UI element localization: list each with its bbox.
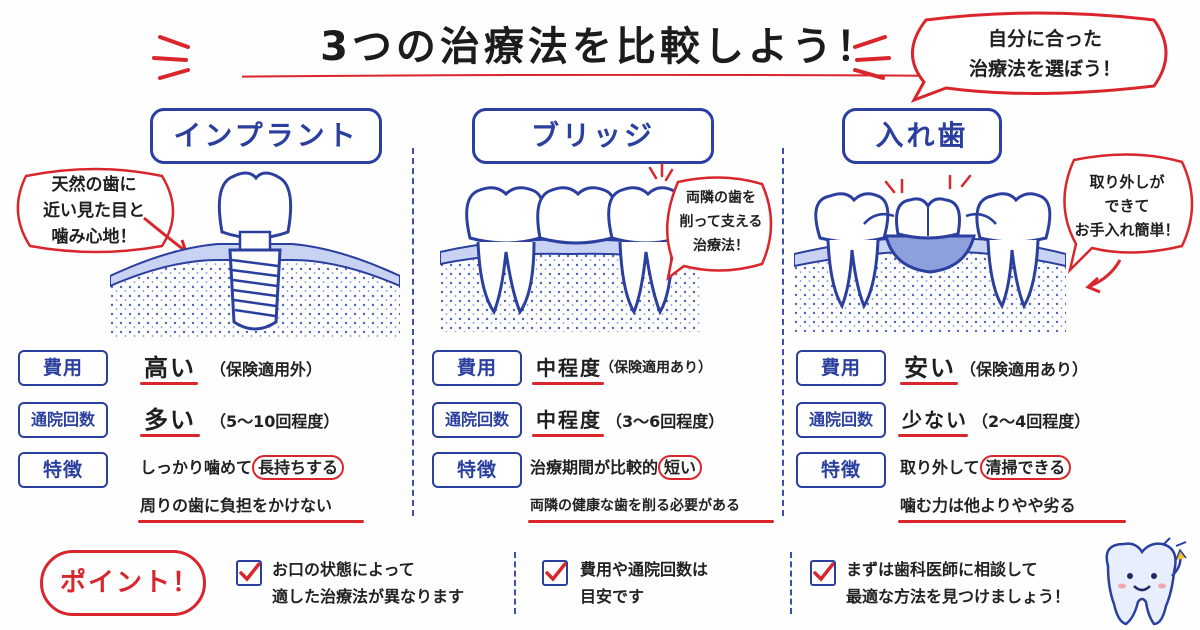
title-underline (241, 74, 959, 78)
denture-note: 取り外しが できて お手入れ簡単！ (1062, 170, 1192, 242)
implant-visits-note: （5〜10回程度） (210, 412, 340, 431)
point-item-1: お口の状態によって 適した治療法が異なります (272, 556, 464, 610)
bridge-cost-underline (532, 382, 604, 385)
callout-main-line1: 自分に合った (987, 28, 1102, 50)
denture-feature-label: 特徴 (796, 452, 886, 488)
denture-sparkle-right-icon (948, 174, 972, 190)
denture-feature-line1: 取り外して清掃できる (900, 455, 1072, 480)
tooth-mascot-icon (1105, 537, 1187, 626)
implant-cost-label: 費用 (18, 350, 108, 386)
denture-title: 入れ歯 (842, 108, 1002, 164)
implant-feature-label: 特徴 (18, 452, 108, 488)
implant-title: インプラント (150, 108, 382, 164)
implant-cost-value: 高い (144, 354, 196, 382)
implant-feature-underline (138, 520, 364, 523)
implant-visits-label: 通院回数 (18, 402, 108, 438)
denture-visits-value: 少ない (902, 408, 968, 432)
bridge-note-line1: 両隣の歯を (686, 190, 756, 206)
bridge-note: 両隣の歯を 削って支える 治療法！ (670, 186, 772, 258)
bridge-cost-note: （保険適用あり） (600, 360, 712, 376)
bridge-visits-note: （3〜6回程度） (606, 412, 725, 431)
bridge-visits-underline (532, 434, 604, 437)
title-sparkle-right-icon (853, 35, 891, 80)
denture-feature-text: 取り外して (900, 458, 980, 477)
denture-cost-note: （保険適用あり） (960, 360, 1089, 379)
denture-cost-underline (900, 382, 958, 385)
checkmark-icon (239, 562, 261, 582)
point-divider-2 (790, 552, 792, 614)
denture-cost-value: 安い (904, 354, 956, 382)
bridge-feature-highlight: 短い (658, 455, 703, 480)
bridge-cost-value: 中程度 (536, 356, 602, 380)
callout-main: 自分に合った 治療法を選ぼう！ (930, 24, 1160, 84)
implant-cost-underline (140, 382, 198, 385)
implant-note-line3: 噛み心地！ (51, 227, 137, 247)
denture-feature-line2: 噛む力は他よりやや劣る (900, 496, 1076, 515)
column-divider-1 (412, 148, 414, 516)
denture-note-line2: できて (1104, 197, 1150, 215)
denture-note-bubble (1063, 153, 1194, 274)
point-divider-1 (514, 552, 516, 614)
callout-main-line2: 治療法を選ぼう！ (968, 58, 1121, 80)
bridge-sparkle-icon (648, 162, 674, 182)
implant-feature-line2: 周りの歯に負担をかけない (140, 496, 333, 515)
point-item-2-line2: 目安です (580, 587, 645, 606)
point-item-2-line1: 費用や通院回数は (580, 560, 709, 579)
title-sparkle-left-icon (152, 35, 190, 80)
point-badge (40, 550, 206, 616)
bridge-visits-label: 通院回数 (432, 402, 522, 438)
denture-illustration (794, 192, 1066, 332)
bridge-feature-label: 特徴 (432, 452, 522, 488)
denture-visits-label: 通院回数 (796, 402, 886, 438)
page-title: 3つの治療法を比較しよう！ (320, 24, 880, 70)
bridge-visits-value: 中程度 (536, 408, 602, 432)
point-item-3-line2: 最適な方法を見つけましょう！ (846, 587, 1071, 606)
point-item-2: 費用や通院回数は 目安です (580, 556, 708, 610)
implant-note-line2: 近い見た目と (43, 201, 145, 221)
implant-feature-highlight: 長持ちする (252, 455, 345, 480)
column-divider-2 (782, 148, 784, 516)
bridge-note-line3: 治療法！ (693, 238, 749, 254)
denture-sparkle-left-icon (884, 178, 904, 194)
implant-feature-text: しっかり噛めて (140, 458, 253, 477)
denture-note-line1: 取り外しが (1089, 173, 1165, 191)
denture-note-arrow-icon (1085, 259, 1122, 294)
bridge-feature-line2: 両隣の健康な歯を削る必要がある (530, 498, 740, 514)
point-checkbox-1[interactable] (236, 560, 262, 586)
denture-note-line3: お手入れ簡単！ (1074, 221, 1180, 239)
implant-visits-underline (140, 434, 200, 437)
denture-feature-underline (898, 520, 1126, 523)
point-checkbox-3[interactable] (810, 560, 836, 586)
implant-note-line1: 天然の歯に (51, 175, 137, 195)
bridge-title: ブリッジ (472, 108, 714, 164)
checkmark-icon (813, 562, 835, 582)
bridge-cost-label: 費用 (432, 350, 522, 386)
implant-note: 天然の歯に 近い見た目と 噛み心地！ (14, 172, 174, 250)
denture-cost-label: 費用 (796, 350, 886, 386)
denture-feature-highlight: 清掃できる (979, 455, 1072, 480)
point-label: ポイント！ (60, 568, 201, 598)
bridge-feature-underline (528, 520, 774, 523)
bridge-feature-text: 治療期間が比較的 (530, 458, 659, 477)
implant-visits-value: 多い (144, 406, 196, 434)
checkmark-icon (545, 562, 567, 582)
point-item-3: まずは歯科医師に相談して 最適な方法を見つけましょう！ (846, 556, 1070, 610)
implant-illustration (110, 171, 400, 338)
implant-note-bubble (16, 167, 175, 254)
point-checkbox-2[interactable] (542, 560, 568, 586)
bridge-feature-line1: 治療期間が比較的短い (530, 455, 703, 480)
bridge-illustration (440, 186, 700, 332)
implant-cost-note: （保険適用外） (210, 360, 323, 379)
denture-visits-underline (898, 434, 968, 437)
bridge-note-bubble (666, 176, 773, 281)
denture-visits-note: （2〜4回程度） (972, 412, 1091, 431)
point-item-1-line2: 適した治療法が異なります (272, 587, 465, 606)
implant-feature-line1: しっかり噛めて長持ちする (140, 455, 345, 480)
point-item-1-line1: お口の状態によって (272, 560, 415, 579)
callout-bubble-shape (910, 11, 1168, 103)
bridge-note-line2: 削って支える (679, 214, 763, 230)
point-item-3-line1: まずは歯科医師に相談して (846, 560, 1038, 579)
